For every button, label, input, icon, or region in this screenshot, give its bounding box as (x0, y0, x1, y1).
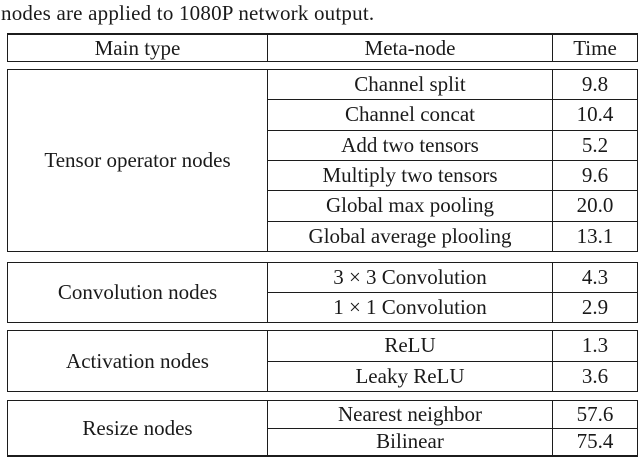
table-row: 1 × 1 Convolution 2.9 (268, 292, 637, 322)
meta-node-cell: Global average plooling (308, 223, 512, 248)
header-main-type: Main type (94, 35, 181, 60)
main-type-cell: Tensor operator nodes (44, 148, 231, 172)
table-row: Multiply two tensors 9.6 (268, 159, 637, 191)
table-row: Leaky ReLU 3.6 (268, 360, 637, 391)
table-row: ReLU 1.3 (268, 331, 637, 361)
main-type-cell: Convolution nodes (57, 280, 218, 304)
table-row: Channel split 9.8 (268, 70, 637, 100)
table-row: Global average plooling 13.1 (268, 220, 637, 251)
timing-table: Main type Meta-node Time Tensor operator… (7, 33, 638, 457)
meta-node-cell: Add two tensors (341, 132, 479, 157)
group-rows: 3 × 3 Convolution 4.3 1 × 1 Convolution … (267, 263, 637, 322)
table-header-row: Main type Meta-node Time (7, 33, 638, 62)
row-group-activation-nodes: Activation nodes ReLU 1.3 Leaky ReLU 3.6 (7, 330, 638, 392)
table-row: Global max pooling 20.0 (268, 190, 637, 221)
row-group-tensor-operator-nodes: Tensor operator nodes Channel split 9.8 … (7, 69, 638, 252)
group-rows: Channel split 9.8 Channel concat 10.4 Ad… (267, 70, 637, 251)
meta-node-cell: 3 × 3 Convolution (333, 265, 487, 289)
meta-node-cell: 1 × 1 Convolution (333, 295, 487, 319)
time-cell: 3.6 (552, 361, 637, 391)
meta-node-cell: Nearest neighbor (337, 401, 483, 426)
table-row: Add two tensors 5.2 (268, 129, 637, 160)
meta-node-cell: ReLU (384, 333, 436, 358)
time-cell: 20.0 (552, 191, 637, 221)
meta-node-cell: Global max pooling (326, 193, 494, 218)
time-cell: 9.8 (552, 70, 637, 100)
table-row: Nearest neighbor 57.6 (268, 401, 637, 428)
meta-node-cell: Channel split (354, 72, 466, 97)
table-row: Bilinear 75.4 (268, 427, 637, 455)
time-cell: 75.4 (552, 428, 637, 455)
meta-node-cell: Multiply two tensors (322, 163, 498, 188)
row-group-resize-nodes: Resize nodes Nearest neighbor 57.6 Bilin… (7, 400, 638, 457)
time-cell: 2.9 (552, 293, 637, 322)
header-time: Time (552, 35, 637, 61)
time-cell: 4.3 (552, 263, 637, 292)
main-type-cell: Activation nodes (66, 348, 209, 373)
table-caption: nodes are applied to 1080P network outpu… (1, 1, 375, 25)
table-row: Channel concat 10.4 (268, 99, 637, 130)
time-cell: 10.4 (552, 100, 637, 130)
group-rows: ReLU 1.3 Leaky ReLU 3.6 (267, 331, 637, 391)
time-cell: 13.1 (552, 221, 637, 251)
time-cell: 1.3 (552, 331, 637, 361)
table-row: 3 × 3 Convolution 4.3 (268, 263, 637, 292)
time-cell: 9.6 (552, 160, 637, 191)
meta-node-cell: Leaky ReLU (355, 363, 465, 388)
row-group-convolution-nodes: Convolution nodes 3 × 3 Convolution 4.3 … (7, 262, 638, 323)
header-meta-node: Meta-node (267, 35, 552, 61)
meta-node-cell: Bilinear (376, 429, 444, 454)
group-rows: Nearest neighbor 57.6 Bilinear 75.4 (267, 401, 637, 455)
meta-node-cell: Channel concat (344, 102, 476, 127)
main-type-cell: Resize nodes (82, 415, 193, 440)
time-cell: 57.6 (552, 401, 637, 428)
time-cell: 5.2 (552, 130, 637, 160)
